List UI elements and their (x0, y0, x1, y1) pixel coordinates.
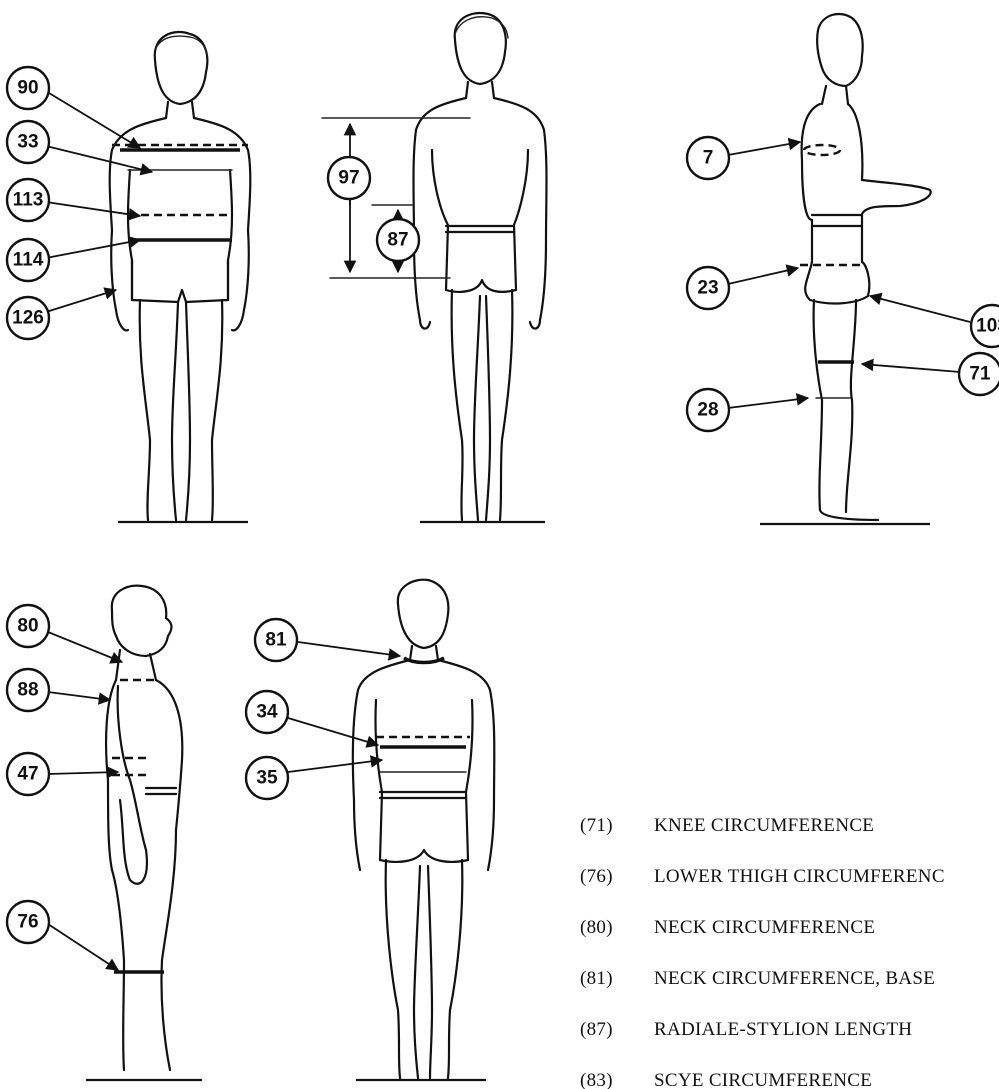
callout-33-label: 33 (17, 132, 38, 153)
callout-81-label: 81 (265, 630, 287, 651)
callout-71-label: 71 (969, 364, 991, 385)
legend-label-83: SCYE CIRCUMFERENCE (654, 1070, 872, 1089)
callout-88: 88 (7, 669, 110, 711)
callout-80-label: 80 (17, 616, 38, 637)
legend-label-71: KNEE CIRCUMFERENCE (654, 815, 874, 836)
figure-front-3 (353, 580, 495, 1080)
callout-76-label: 76 (17, 912, 38, 933)
callout-113: 113 (7, 179, 140, 221)
callout-81: 81 (255, 619, 400, 661)
figure-side-1 (760, 14, 931, 524)
callout-97-label: 97 (338, 168, 359, 189)
legend-label-76: LOWER THIGH CIRCUMFERENC (654, 866, 945, 887)
legend-code-80: (80) (580, 917, 613, 938)
callout-126: 126 (7, 290, 116, 339)
callout-7-label: 7 (703, 148, 714, 169)
figure-front-1 (110, 32, 251, 522)
legend-code-76: (76) (580, 866, 613, 887)
figure-front-2 (322, 13, 547, 522)
callout-35: 35 (246, 757, 382, 799)
callout-87: 87 (377, 219, 419, 261)
callout-28: 28 (687, 389, 808, 431)
callout-114-label: 114 (13, 250, 44, 271)
callout-90-label: 90 (17, 78, 38, 99)
callout-88-label: 88 (17, 680, 38, 701)
callout-23: 23 (687, 267, 798, 309)
callout-47: 47 (7, 753, 118, 795)
callout-47-label: 47 (17, 764, 38, 785)
legend: (71) KNEE CIRCUMFERENCE (76) LOWER THIGH… (580, 815, 945, 1089)
legend-code-83: (83) (580, 1070, 613, 1089)
legend-label-81: NECK CIRCUMFERENCE, BASE (654, 968, 935, 989)
legend-code-71: (71) (580, 815, 613, 836)
callout-114: 114 (7, 239, 140, 281)
callout-76: 76 (7, 901, 118, 970)
callout-126-label: 126 (12, 308, 44, 329)
callout-103-label: 103 (976, 316, 999, 337)
callout-28-label: 28 (697, 400, 718, 421)
callout-34-label: 34 (256, 702, 278, 723)
legend-label-87: RADIALE-STYLION LENGTH (654, 1019, 912, 1040)
legend-code-87: (87) (580, 1019, 613, 1040)
legend-code-81: (81) (580, 968, 613, 989)
callout-23-label: 23 (697, 278, 718, 299)
legend-label-80: NECK CIRCUMFERENCE (654, 917, 875, 938)
callout-34: 34 (246, 691, 378, 745)
callout-71: 71 (862, 353, 999, 395)
callout-103: 103 (870, 296, 999, 347)
callout-80: 80 (7, 605, 122, 662)
callout-97: 97 (328, 157, 370, 199)
callout-113-label: 113 (13, 190, 44, 211)
figure-side-2 (86, 586, 202, 1080)
callout-7: 7 (687, 137, 800, 179)
callout-87-label: 87 (387, 230, 408, 251)
callout-35-label: 35 (256, 768, 278, 789)
